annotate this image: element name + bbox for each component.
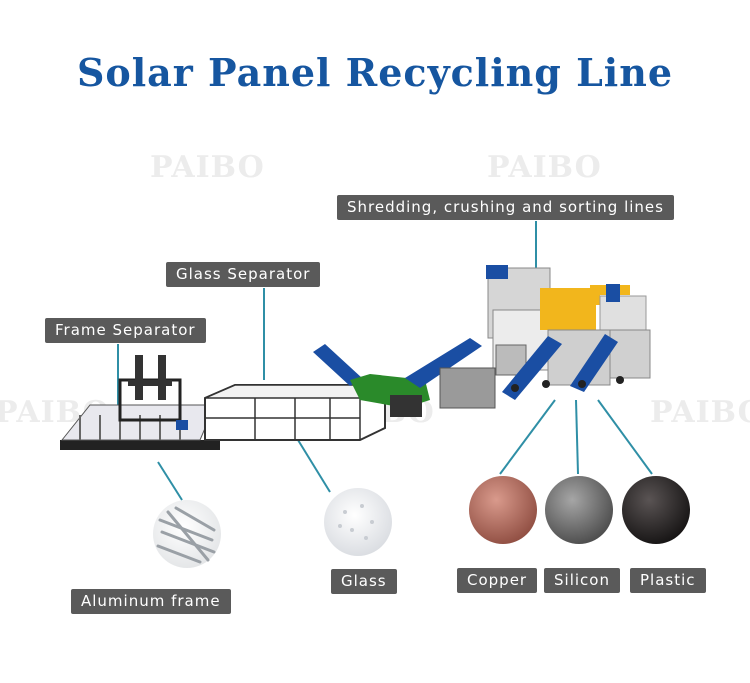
label-aluminum-frame: Aluminum frame [71,589,231,614]
connector-silicon [575,399,579,475]
label-glass: Glass [331,569,397,594]
glass-separator-machine [204,384,386,441]
shredding-plant [439,265,651,409]
connector-aluminum [157,461,183,501]
copper-powder-icon [469,476,537,544]
silicon-powder-icon [545,476,613,544]
connector-plastic [597,399,653,475]
connector-copper [499,399,556,475]
connector-lines [117,218,653,501]
glass-granules-icon [324,488,392,556]
label-silicon: Silicon [544,568,620,593]
watermark: PAIBO [650,395,750,430]
page-title: Solar Panel Recycling Line [76,50,674,95]
watermark: PAIBO [150,150,265,185]
conveyors [313,338,482,417]
label-copper: Copper [457,568,538,593]
aluminum-rods-icon [153,500,221,568]
label-glass-separator: Glass Separator [166,262,321,287]
watermark: PAIBO [487,150,602,185]
label-shredding: Shredding, crushing and sorting lines [337,195,674,220]
label-frame-separator: Frame Separator [45,318,206,343]
label-plastic: Plastic [630,568,706,593]
frame-separator-machine [60,355,220,450]
connector-glass [297,439,331,493]
plastic-granules-icon [622,476,690,544]
